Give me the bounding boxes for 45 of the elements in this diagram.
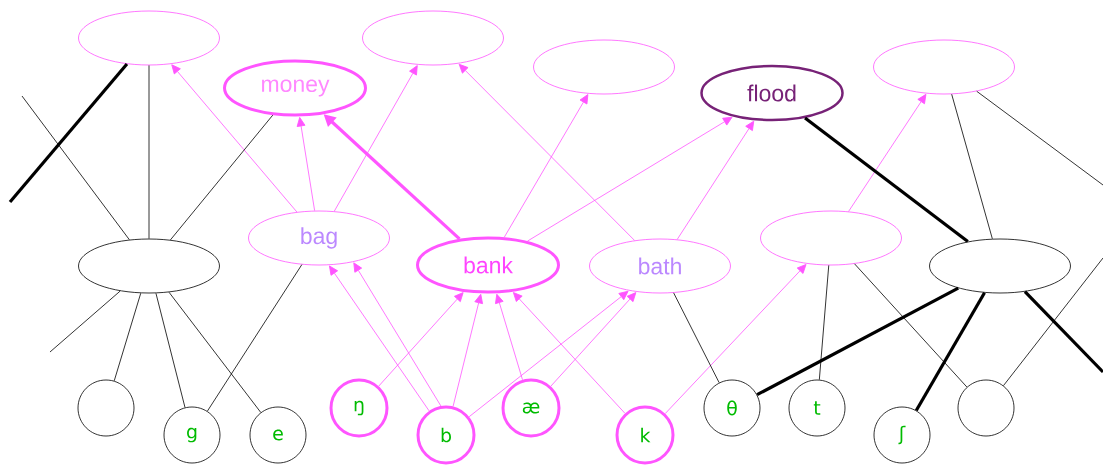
word-ellipse bbox=[873, 39, 1015, 95]
connector-line bbox=[854, 263, 968, 388]
connector-line bbox=[756, 286, 959, 397]
connector-line bbox=[951, 93, 993, 240]
arrow bbox=[333, 65, 418, 212]
arrow bbox=[503, 94, 589, 238]
arrow bbox=[458, 63, 635, 241]
connector-line bbox=[49, 290, 121, 353]
connector-line bbox=[1023, 290, 1103, 374]
connector-line bbox=[804, 116, 969, 243]
word-ellipse bbox=[78, 238, 220, 294]
arrow bbox=[550, 292, 637, 387]
arrow bbox=[378, 292, 464, 387]
connector-line bbox=[21, 95, 130, 241]
word-ellipse bbox=[760, 210, 902, 266]
connector-line bbox=[914, 291, 986, 412]
connector-line bbox=[976, 90, 1103, 186]
word-ellipse bbox=[929, 238, 1071, 294]
connector-line bbox=[8, 63, 129, 204]
connector-line bbox=[113, 292, 142, 382]
arrow bbox=[329, 265, 430, 412]
connector-line bbox=[207, 264, 303, 412]
arrow bbox=[171, 64, 298, 213]
phoneme-circle bbox=[957, 379, 1015, 437]
phoneme-circle bbox=[77, 379, 135, 437]
word-ellipse bbox=[78, 10, 220, 66]
connector-line bbox=[155, 292, 186, 408]
arrow bbox=[452, 293, 483, 407]
word-ellipse bbox=[533, 39, 675, 95]
connector-line bbox=[673, 292, 720, 384]
arrow bbox=[353, 262, 442, 407]
arrow bbox=[468, 290, 629, 418]
connector-line bbox=[168, 291, 262, 413]
arrow bbox=[848, 93, 927, 212]
connector-line bbox=[818, 265, 830, 381]
connector-line bbox=[148, 65, 150, 239]
arrow bbox=[296, 117, 316, 212]
arrow bbox=[664, 264, 807, 414]
arrow bbox=[495, 293, 523, 381]
connector-line bbox=[1003, 257, 1103, 386]
arrow bbox=[676, 120, 755, 240]
word-ellipse bbox=[362, 10, 504, 66]
connector-line bbox=[170, 114, 274, 241]
arrow bbox=[527, 116, 733, 242]
arrow bbox=[513, 292, 626, 414]
